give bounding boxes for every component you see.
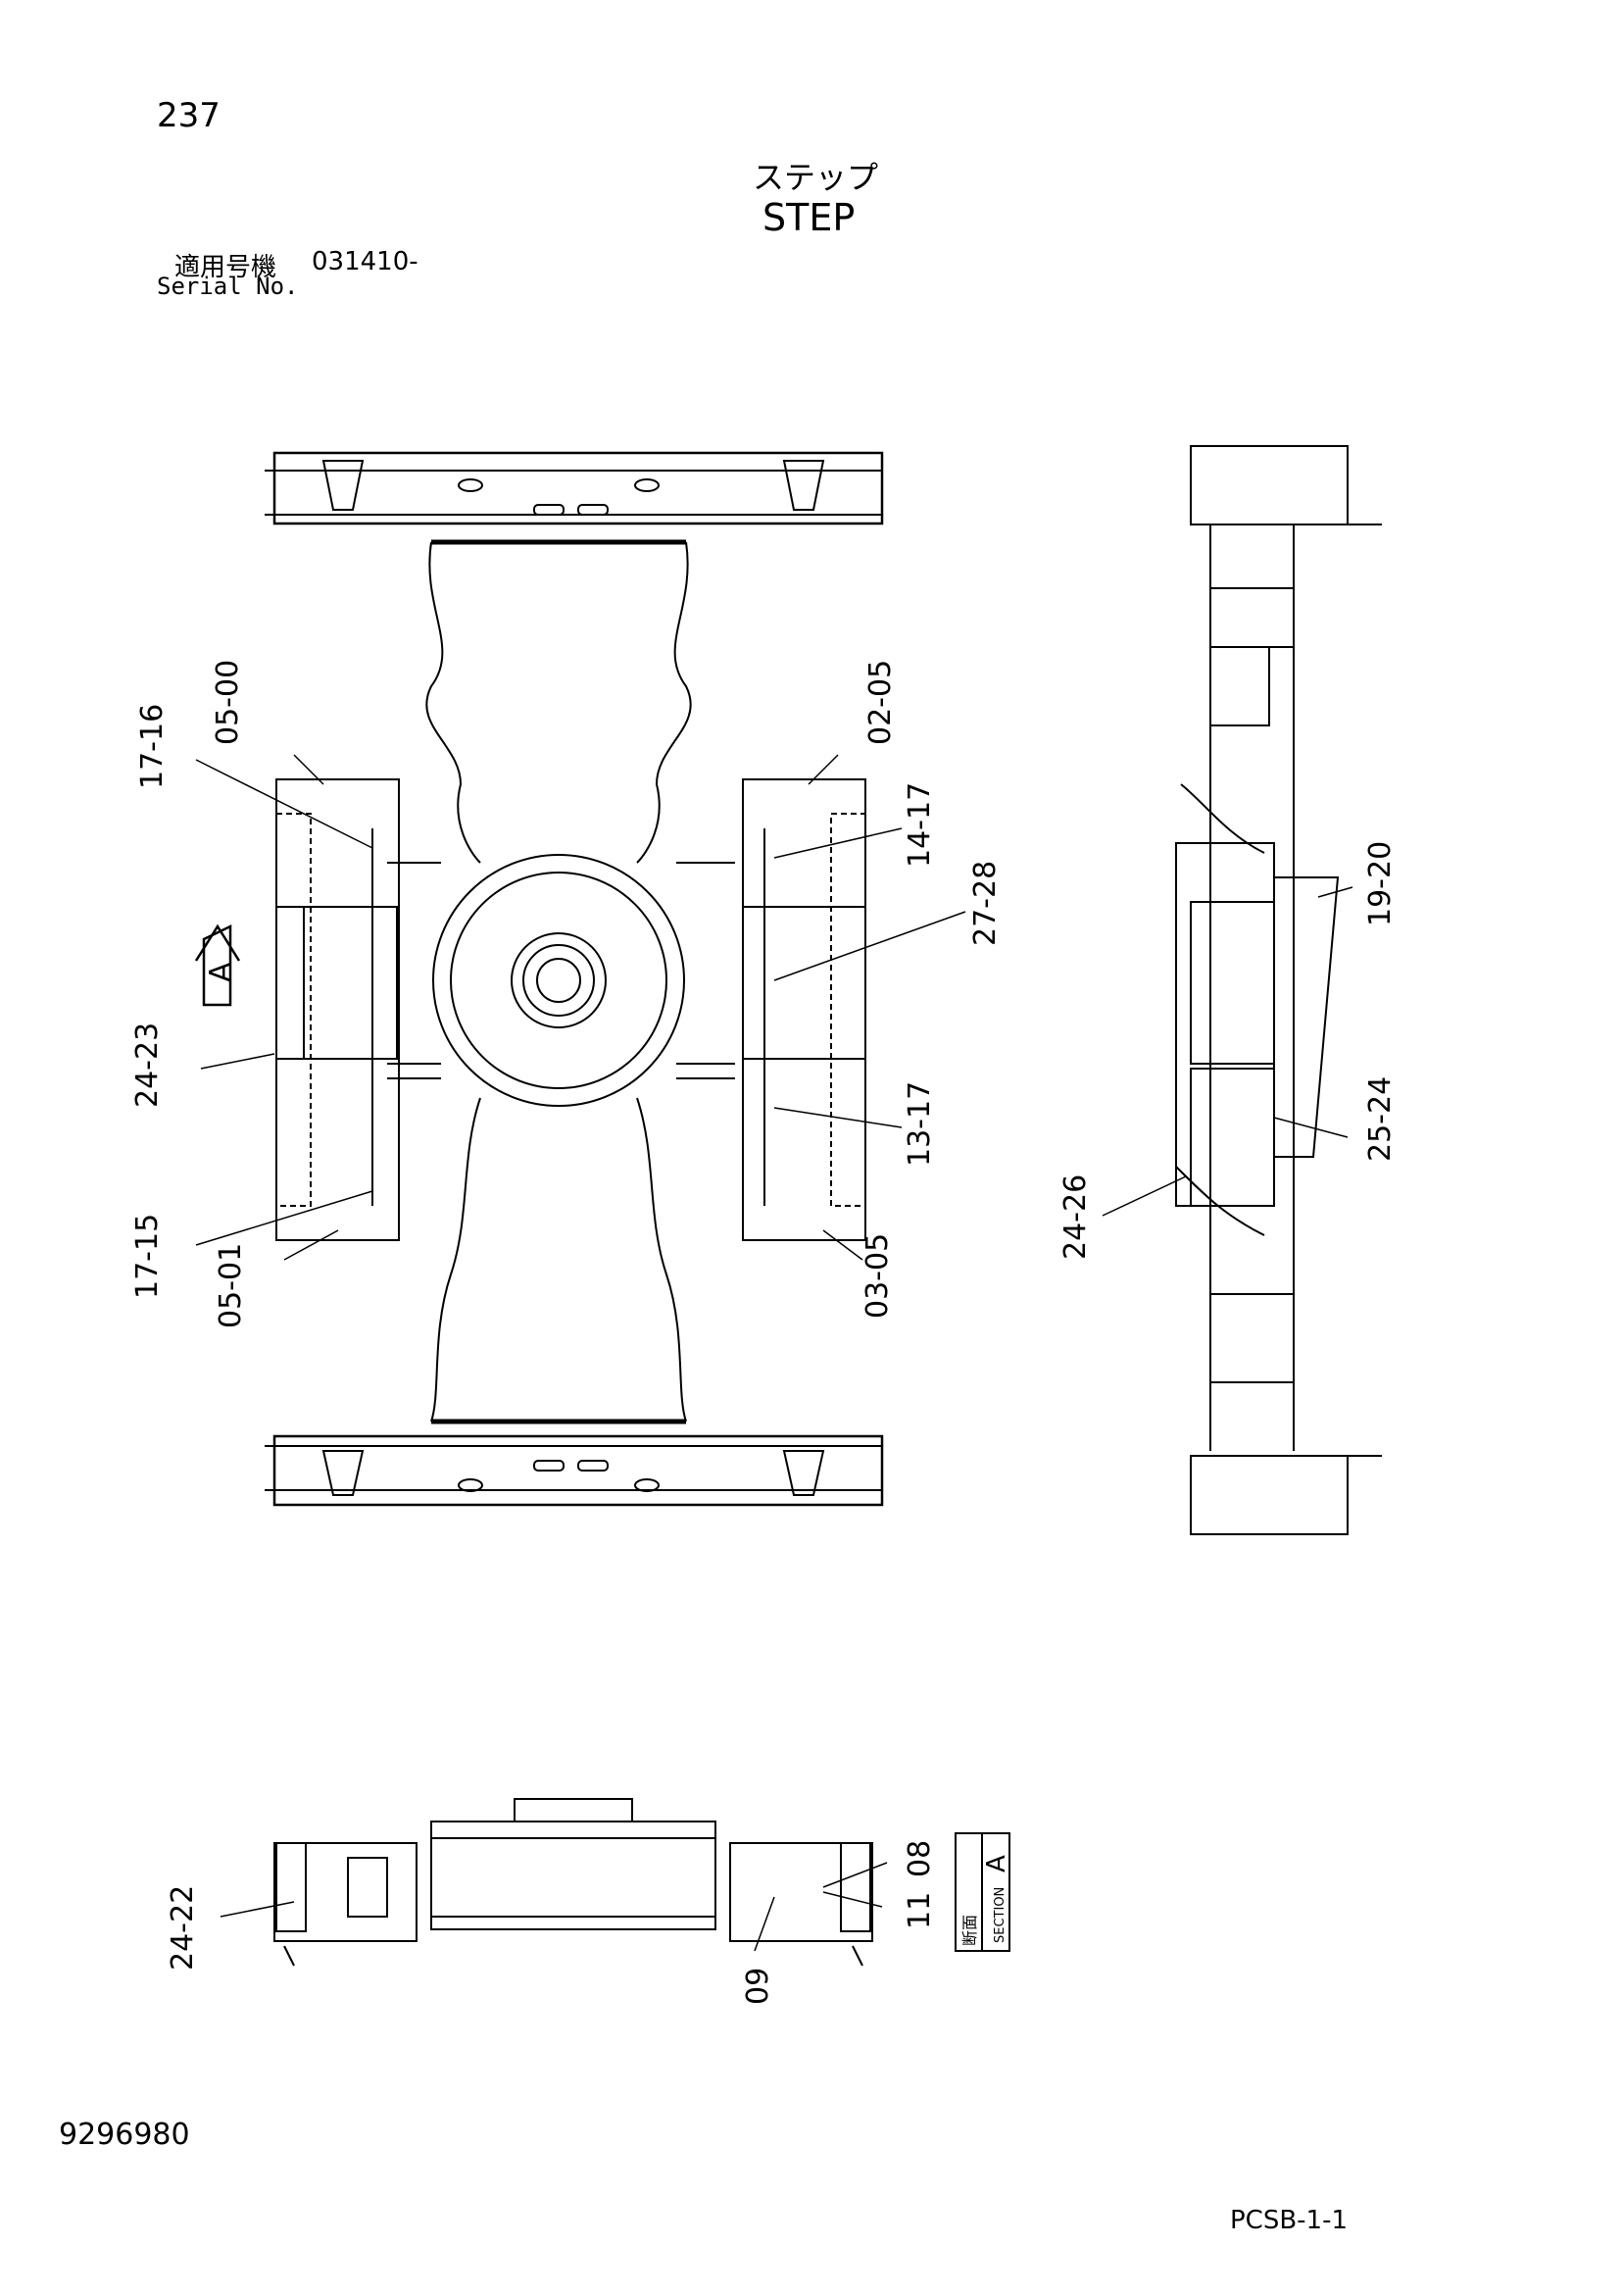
leader-lines — [195, 754, 1353, 1952]
callout-14-17: 14-17 — [903, 782, 937, 868]
top-view — [194, 451, 884, 1507]
lower-crossbeam — [265, 1434, 884, 1507]
serial-label-english: Serial No. — [157, 273, 299, 300]
callouts: 05-00 17-16 02-05 14-17 27-28 19-20 A 24… — [130, 660, 1398, 2005]
callout-17-15: 17-15 — [130, 1214, 165, 1299]
view-arrow-a — [194, 923, 241, 1007]
callout-view-a: A — [204, 962, 238, 982]
callout-24-26: 24-26 — [1058, 1174, 1093, 1260]
callout-24-23: 24-23 — [130, 1023, 165, 1108]
callout-05-00: 05-00 — [211, 660, 245, 745]
section-a-view — [273, 1798, 1010, 1967]
section-label-japanese: 断面 — [960, 1915, 979, 1946]
plate-code: PCSB-1-1 — [1230, 2206, 1349, 2235]
callout-09: 09 — [741, 1968, 775, 2005]
centre-body — [387, 541, 735, 1424]
callout-11: 11 — [903, 1892, 937, 1929]
callout-27-28: 27-28 — [968, 861, 1003, 946]
callout-13-17: 13-17 — [903, 1081, 937, 1167]
callout-08: 08 — [903, 1840, 937, 1877]
callout-03-05: 03-05 — [860, 1233, 895, 1319]
callout-24-22: 24-22 — [166, 1885, 200, 1971]
callout-25-24: 25-24 — [1363, 1076, 1398, 1162]
callout-17-16: 17-16 — [135, 704, 170, 789]
swing-bearing — [432, 854, 685, 1107]
page-number: 237 — [157, 96, 221, 135]
section-letter: A — [982, 1855, 1011, 1872]
title-english: STEP — [762, 196, 856, 239]
left-step — [275, 778, 400, 1241]
drawing-number: 9296980 — [59, 2118, 190, 2152]
title-japanese: ステップ — [753, 159, 879, 196]
serial-range: 031410- — [312, 247, 418, 276]
section-label-english: SECTION — [993, 1887, 1008, 1943]
upper-crossbeam — [265, 451, 884, 545]
callout-19-20: 19-20 — [1363, 841, 1398, 926]
callout-02-05: 02-05 — [863, 660, 898, 745]
callout-05-01: 05-01 — [214, 1243, 248, 1328]
serial-label-japanese: 適用号機 — [174, 253, 277, 282]
right-step — [742, 778, 866, 1241]
side-view — [1175, 445, 1382, 1535]
